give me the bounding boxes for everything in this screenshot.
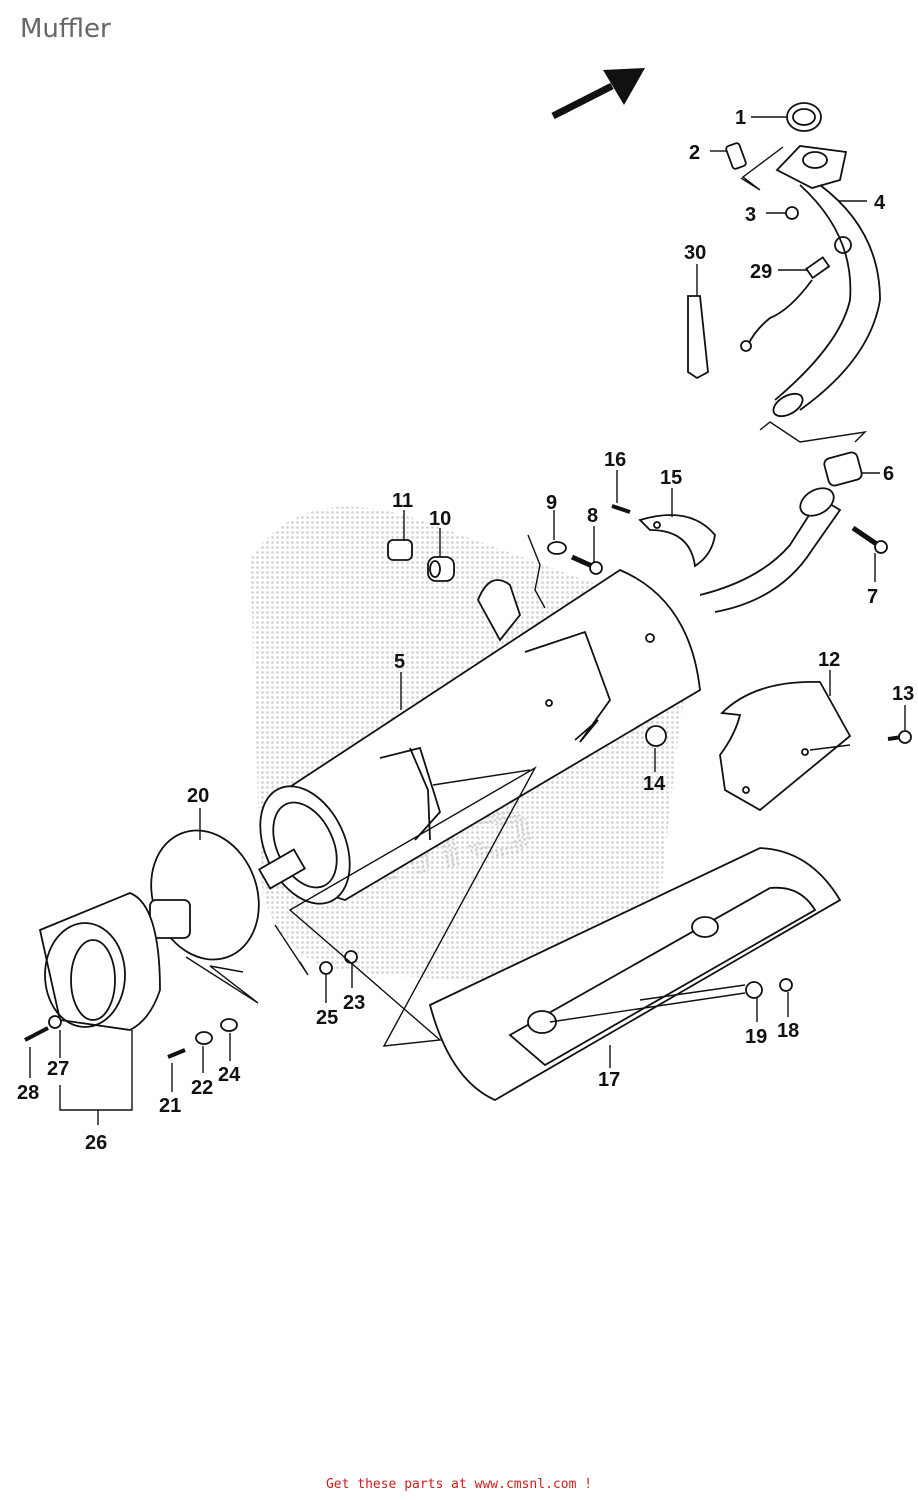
part-plug-14 [645, 725, 667, 747]
callout-30: 30 [684, 242, 706, 264]
callout-4: 4 [874, 192, 886, 214]
callout-17: 17 [598, 1069, 620, 1091]
callout-12: 12 [818, 649, 840, 671]
part-joint-pipe [699, 487, 842, 613]
callout-27: 27 [47, 1058, 69, 1080]
callout-18: 18 [777, 1020, 799, 1042]
callout-6: 6 [883, 463, 894, 485]
callout-25: 25 [316, 1007, 338, 1029]
callout-21: 21 [159, 1095, 181, 1117]
callout-24: 24 [218, 1064, 241, 1086]
part-screw-16 [611, 504, 631, 514]
callout-10: 10 [429, 508, 451, 530]
callout-2: 2 [689, 142, 700, 164]
callout-7: 7 [867, 586, 878, 608]
part-end-cap [149, 829, 260, 961]
footer-link-text[interactable]: Get these parts at www.cmsnl.com ! [325, 1477, 593, 1492]
part-muffler-body [257, 568, 701, 905]
part-grommet-10 [427, 556, 455, 582]
part-heat-cover [719, 681, 852, 812]
part-cover-15 [638, 514, 716, 568]
callout-26: 26 [85, 1132, 107, 1154]
callout-3: 3 [745, 204, 756, 226]
callout-23: 23 [343, 992, 365, 1014]
part-gasket [786, 102, 822, 132]
front-direction-arrow [551, 68, 645, 120]
callout-29: 29 [750, 261, 772, 283]
callout-8: 8 [587, 505, 598, 527]
callout-13: 13 [892, 683, 914, 705]
callout-19: 19 [745, 1026, 767, 1048]
part-collar-19 [745, 981, 763, 999]
callout-numbers: 1 2 3 4 5 6 7 8 9 10 11 12 13 14 15 16 1… [17, 107, 914, 1154]
part-protector [428, 847, 842, 1102]
callout-28: 28 [17, 1082, 39, 1104]
part-exhaust-pipe [759, 145, 881, 443]
leader-lines [29, 116, 906, 1125]
callout-9: 9 [546, 492, 557, 514]
callout-1: 1 [735, 107, 746, 129]
part-bolt-13 [887, 730, 912, 744]
callout-16: 16 [604, 449, 626, 471]
part-stud [725, 142, 784, 191]
part-bolt-8 [570, 554, 603, 575]
part-nut [785, 206, 799, 220]
callout-14: 14 [643, 773, 666, 795]
part-o2-sensor [740, 256, 831, 352]
callout-20: 20 [187, 785, 209, 807]
part-washer-9 [527, 534, 567, 609]
part-sleeve [823, 451, 863, 487]
part-collar-11 [387, 539, 413, 561]
part-bolt [851, 525, 888, 554]
callout-22: 22 [191, 1077, 213, 1099]
callout-11: 11 [392, 490, 413, 512]
part-tail-cover [38, 892, 161, 1031]
part-clip [687, 295, 709, 380]
callout-5: 5 [394, 651, 405, 673]
page-title: Muffler [20, 14, 111, 44]
part-screw-18 [779, 978, 793, 992]
callout-15: 15 [660, 467, 682, 489]
